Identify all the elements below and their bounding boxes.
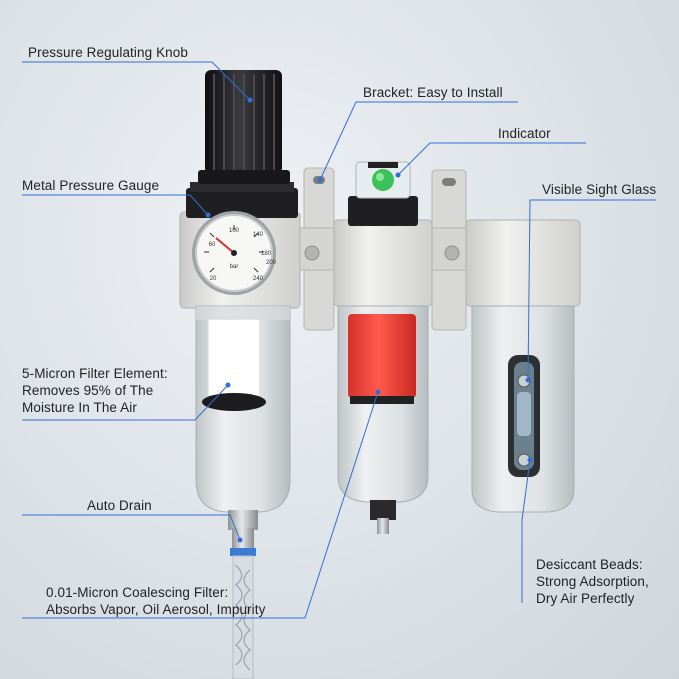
gauge-tick: 20 <box>210 276 217 282</box>
gauge-tick: 140 <box>253 232 264 238</box>
indicator-icon <box>355 161 411 199</box>
pressure-regulating-knob-icon <box>198 70 290 184</box>
desiccant-dryer-unit <box>465 219 581 513</box>
label-visible-sight-glass: Visible Sight Glass <box>542 182 657 197</box>
gauge-tick: 240 <box>253 276 264 282</box>
label-filter-element: 5-Micron Filter Element: Removes 95% of … <box>22 366 168 415</box>
label-desiccant-beads: Desiccant Beads: Strong Adsorption, Dry … <box>536 557 649 606</box>
label-indicator: Indicator <box>498 126 551 141</box>
gauge-tick: 200 <box>266 260 277 266</box>
leader-lines <box>22 61 656 619</box>
leader-dots <box>205 97 533 543</box>
label-auto-drain: Auto Drain <box>87 498 152 513</box>
label-bracket: Bracket: Easy to Install <box>363 85 503 100</box>
gauge-tick: 60 <box>209 242 216 248</box>
label-pressure-regulating-knob: Pressure Regulating Knob <box>28 45 188 60</box>
gauge-tick: 100 <box>229 228 240 234</box>
label-coalescing-filter: 0.01-Micron Coalescing Filter: Absorbs V… <box>46 585 266 617</box>
gauge-unit: bar <box>230 264 239 270</box>
gauge-tick: 180 <box>261 251 272 257</box>
visible-sight-glass-icon <box>508 355 540 477</box>
label-metal-pressure-gauge: Metal Pressure Gauge <box>22 178 160 193</box>
metal-pressure-gauge-icon: 20 60 100 140 180 200 240 bar <box>192 211 277 295</box>
coalescing-filter-unit <box>333 161 433 534</box>
